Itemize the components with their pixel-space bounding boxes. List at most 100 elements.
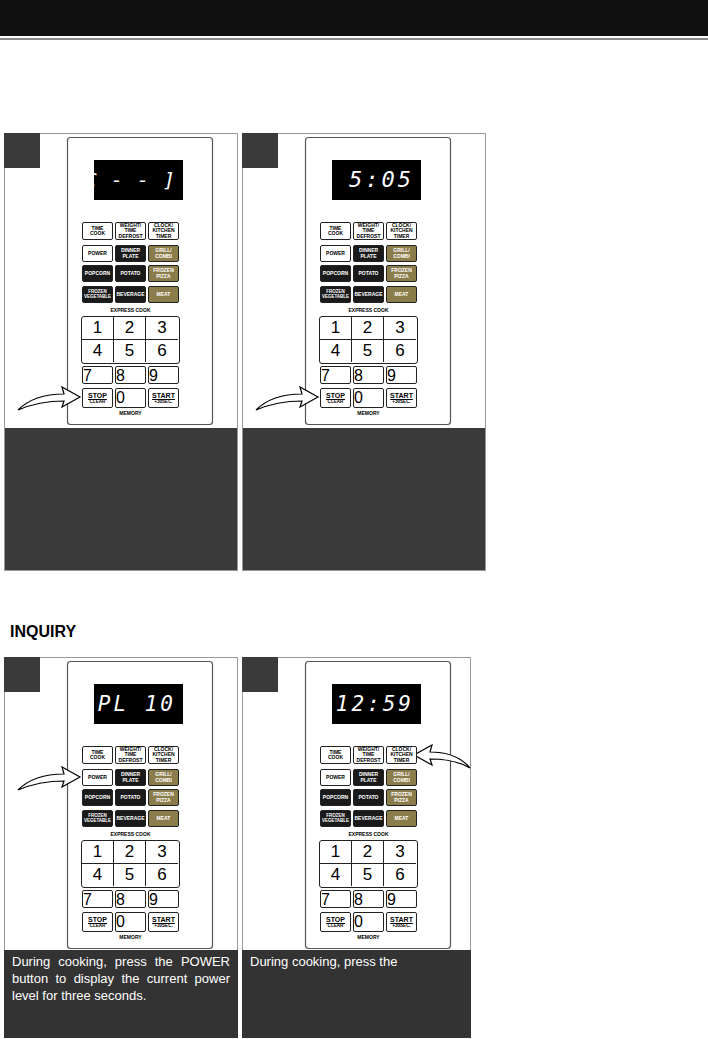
function-button: POPCORN (82, 789, 113, 806)
button-label: 1 (93, 843, 102, 860)
function-button: WEIGHT/ TIME DEFROST (353, 222, 384, 240)
button-label: +30SEC. (392, 399, 411, 404)
button-label: GRILL/ COMBI (150, 772, 177, 783)
function-button: POPCORN (82, 265, 113, 282)
step-badge (4, 657, 40, 692)
function-button: BEVERAGE (353, 810, 384, 827)
button-label: CLEAR (328, 923, 344, 928)
button-label: POTATO (359, 271, 379, 276)
number-key: 1 (82, 841, 114, 864)
number-key: 5 (114, 340, 146, 363)
control-panel (68, 662, 213, 949)
function-button: BEVERAGE (353, 286, 384, 303)
caption-area (243, 428, 485, 570)
button-label: WEIGHT/ TIME DEFROST (117, 747, 144, 763)
button-label: CLOCK/ KITCHEN TIMER (388, 223, 415, 239)
button-label: TIME COOK (322, 750, 349, 761)
button-label: 4 (331, 342, 340, 359)
number-key: 8 (115, 890, 146, 908)
function-button: WEIGHT/ TIME DEFROST (115, 222, 146, 240)
button-label: 9 (387, 367, 396, 384)
number-key: 7 (320, 366, 351, 384)
button-label: BEVERAGE (116, 816, 144, 821)
button-label: 3 (157, 319, 166, 336)
display-readout: 12:59 (332, 684, 421, 724)
control-button: STOPCLEAR (82, 912, 113, 932)
control-panel (306, 662, 451, 949)
button-label: TIME COOK (84, 226, 111, 237)
button-label: 7 (321, 891, 330, 908)
button-label: MEAT (157, 292, 171, 297)
number-key: 5 (114, 864, 146, 887)
button-label: 6 (395, 866, 404, 883)
keypad-heading: EXPRESS COOK (82, 308, 179, 313)
function-button: FROZEN VEGETABLE (320, 286, 351, 303)
function-button: POPCORN (320, 789, 351, 806)
function-button: FROZEN PIZZA (148, 265, 179, 282)
button-label: POWER (326, 251, 345, 256)
function-button: WEIGHT/ TIME DEFROST (115, 746, 146, 764)
number-key: 2 (114, 317, 146, 340)
function-button: POPCORN (320, 265, 351, 282)
control-button: STOPCLEAR (82, 388, 113, 408)
instruction-figure: During cooking, press the POWER button t… (4, 657, 238, 1038)
button-label: 3 (395, 319, 404, 336)
figure-frame (5, 134, 238, 571)
number-key: 7 (320, 890, 351, 908)
function-button: MEAT (386, 286, 417, 303)
number-key: 3 (146, 317, 178, 340)
function-button: FROZEN VEGETABLE (320, 810, 351, 827)
button-label: MEAT (157, 816, 171, 821)
function-button: POTATO (115, 789, 146, 806)
button-label: START (390, 392, 413, 399)
button-label: STOP (326, 392, 345, 399)
figure-frame (243, 134, 486, 571)
button-label: START (390, 916, 413, 923)
control-button: START+30SEC. (386, 388, 417, 408)
number-key: 6 (384, 340, 416, 363)
section-heading: INQUIRY (10, 622, 76, 641)
button-label: 6 (157, 866, 166, 883)
number-key: 6 (146, 340, 178, 363)
function-button: TIME COOK (320, 222, 351, 240)
function-button: FROZEN PIZZA (148, 789, 179, 806)
button-label: POPCORN (85, 271, 110, 276)
function-button: GRILL/ COMBI (148, 769, 179, 786)
button-label: FROZEN VEGETABLE (84, 814, 111, 823)
control-button: STOPCLEAR (320, 388, 351, 408)
button-label: 5 (363, 866, 372, 883)
button-label: FROZEN PIZZA (388, 268, 415, 279)
key-caption: MEMORY (345, 935, 392, 940)
button-label: 9 (387, 891, 396, 908)
button-label: FROZEN PIZZA (388, 792, 415, 803)
button-label: DINNER PLATE (355, 248, 382, 259)
number-key: 4 (320, 864, 352, 887)
button-label: GRILL/ COMBI (388, 772, 415, 783)
button-label: 5 (125, 866, 134, 883)
number-key: 5 (352, 340, 384, 363)
button-label: 8 (354, 891, 363, 908)
number-key: 0 (115, 912, 146, 932)
function-button: MEAT (148, 286, 179, 303)
function-button: POWER (82, 769, 113, 786)
button-label: STOP (326, 916, 345, 923)
button-label: +30SEC. (392, 923, 411, 928)
button-label: 0 (116, 389, 125, 406)
function-button: GRILL/ COMBI (386, 245, 417, 262)
function-button: POTATO (115, 265, 146, 282)
function-button: TIME COOK (320, 746, 351, 764)
function-button: DINNER PLATE (353, 769, 384, 786)
button-label: WEIGHT/ TIME DEFROST (117, 223, 144, 239)
button-label: FROZEN PIZZA (150, 792, 177, 803)
step-badge (242, 657, 278, 692)
keypad-heading: EXPRESS COOK (320, 832, 417, 837)
number-key: 9 (386, 890, 417, 908)
instruction-caption: During cooking, press the (242, 950, 471, 1038)
function-button: FROZEN PIZZA (386, 265, 417, 282)
function-button: TIME COOK (82, 746, 113, 764)
express-keypad: EXPRESS COOK123456 (81, 840, 180, 888)
function-button: CLOCK/ KITCHEN TIMER (386, 222, 417, 240)
number-key: 5 (352, 864, 384, 887)
function-button: CLOCK/ KITCHEN TIMER (148, 746, 179, 764)
button-label: WEIGHT/ TIME DEFROST (355, 223, 382, 239)
